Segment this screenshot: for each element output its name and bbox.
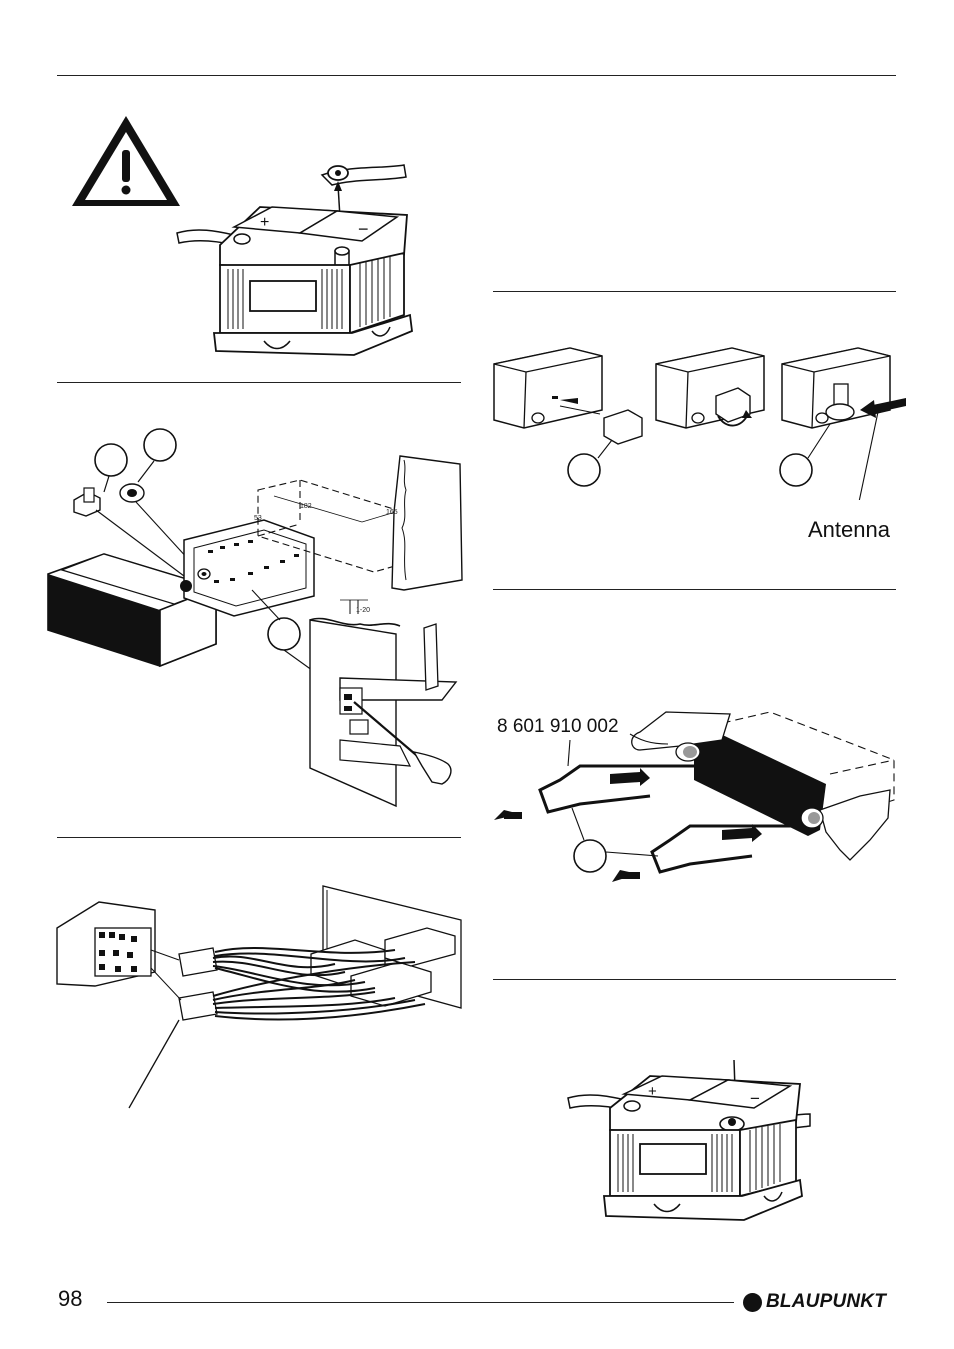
- dimension-width: 182: [300, 503, 312, 510]
- footer-rule: [107, 1302, 734, 1303]
- wiring-harness-illustration: [55, 880, 465, 1112]
- section-rule: [57, 382, 461, 383]
- header-rule: [57, 75, 896, 76]
- brand-name: BLAUPUNKT: [766, 1291, 886, 1313]
- battery-reconnect-illustration: + −: [564, 1058, 814, 1230]
- brand-dot-icon: [743, 1293, 762, 1312]
- section-rule: [493, 589, 896, 590]
- removal-tool-illustration: [490, 700, 910, 890]
- svg-text:−: −: [750, 1089, 760, 1108]
- battery-disconnect-illustration: + −: [172, 155, 422, 367]
- dimension-depth: 165: [386, 509, 398, 516]
- section-rule: [493, 291, 896, 292]
- dimension-height: 53: [254, 515, 262, 522]
- antenna-label: Antenna: [808, 517, 890, 543]
- svg-text:+: +: [260, 214, 269, 231]
- brand-logo: BLAUPUNKT: [743, 1291, 886, 1313]
- section-rule: [57, 837, 461, 838]
- svg-text:+: +: [648, 1083, 657, 1100]
- svg-text:−: −: [358, 219, 369, 239]
- page-number: 98: [58, 1286, 82, 1312]
- section-rule: [493, 979, 896, 980]
- warning-triangle-icon: [68, 112, 184, 210]
- dimension-panel: 1-20: [356, 607, 370, 614]
- antenna-adapter-illustration: [490, 340, 906, 500]
- installation-exploded-illustration: 182 53 165 1-20: [44, 420, 468, 810]
